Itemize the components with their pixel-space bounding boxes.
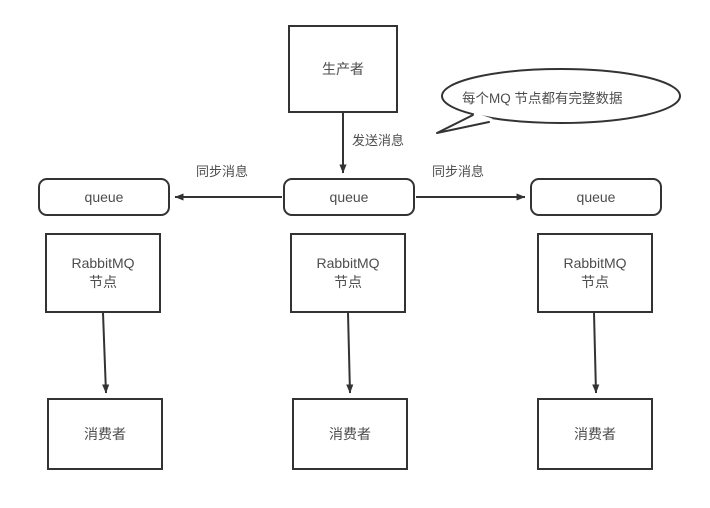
rabbitmq-node-label: RabbitMQ 节点 [563,254,626,292]
rabbitmq-node-line2: 节点 [89,274,117,290]
queue-label: queue [576,188,616,205]
producer-label: 生产者 [322,60,364,77]
rabbitmq-node-label: RabbitMQ 节点 [71,254,134,292]
producer-box[interactable]: 生产者 [288,25,398,113]
rabbitmq-node-line1: RabbitMQ [563,255,627,272]
arrow-left-node-to-left-consumer [102,312,110,394]
arrow-center-node-to-center-consumer [346,312,354,394]
rabbitmq-node-box-center[interactable]: RabbitMQ 节点 [290,233,406,313]
rabbitmq-node-line1: RabbitMQ [316,255,380,272]
queue-label: queue [84,188,124,205]
queue-box-left[interactable]: queue [38,178,170,216]
consumer-box-right[interactable]: 消费者 [537,398,653,470]
rabbitmq-node-box-right[interactable]: RabbitMQ 节点 [537,233,653,313]
rabbitmq-node-line2: 节点 [334,274,362,290]
queue-label: queue [329,188,369,205]
queue-box-right[interactable]: queue [530,178,662,216]
rabbitmq-node-box-left[interactable]: RabbitMQ 节点 [45,233,161,313]
edge-label-send-message: 发送消息 [352,133,405,148]
consumer-label: 消费者 [574,425,616,442]
consumer-label: 消费者 [329,425,371,442]
rabbitmq-node-line2: 节点 [581,274,609,290]
edge-label-sync-message-left: 同步消息 [196,164,249,179]
rabbitmq-node-label: RabbitMQ 节点 [316,254,379,292]
arrow-right-node-to-right-consumer [592,312,600,394]
callout-bubble [436,68,681,134]
queue-box-center[interactable]: queue [283,178,415,216]
callout-label: 每个MQ 节点都有完整数据 [462,91,623,106]
consumer-label: 消费者 [84,425,126,442]
consumer-box-center[interactable]: 消费者 [292,398,408,470]
edge-label-sync-message-right: 同步消息 [432,164,485,179]
consumer-box-left[interactable]: 消费者 [47,398,163,470]
rabbitmq-node-line1: RabbitMQ [71,255,135,272]
